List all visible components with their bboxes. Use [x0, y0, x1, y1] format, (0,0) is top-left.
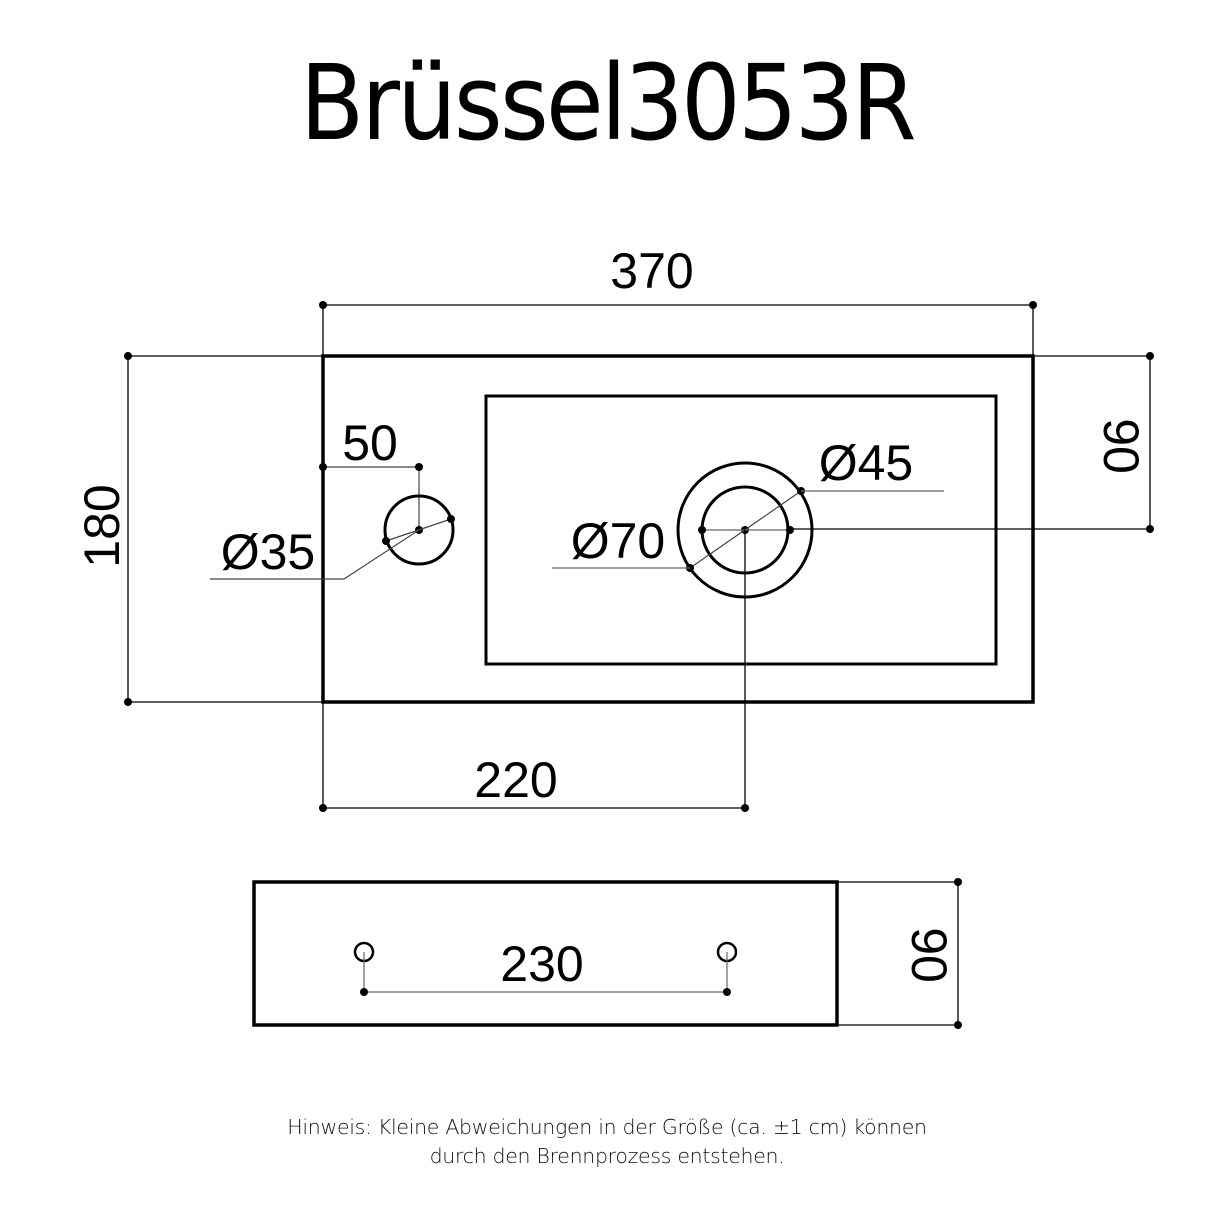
dimension-drain-offset: 220: [319, 530, 749, 812]
dimension-depth: 180: [74, 352, 323, 706]
dimension-side-height: 90: [837, 878, 962, 1029]
faucet-hole-diameter-label: Ø35: [221, 524, 316, 580]
dimension-faucet-offset-label: 50: [342, 415, 398, 471]
drain-outer-diameter-label: Ø70: [571, 513, 666, 569]
dimension-width-label: 370: [610, 243, 693, 299]
faucet-hole: Ø35: [210, 494, 455, 580]
tolerance-note-line1: Hinweis: Kleine Abweichungen in der Größ…: [287, 1115, 927, 1139]
dimension-drain-offset-label: 220: [474, 752, 557, 808]
tolerance-note: Hinweis: Kleine Abweichungen in der Größ…: [0, 1113, 1214, 1171]
side-outline: [252, 880, 839, 1027]
bowl-outline: [484, 394, 998, 666]
dimension-hole-spacing-label: 230: [500, 936, 583, 992]
dimension-hole-spacing: 230: [360, 936, 731, 996]
dimension-width: 370: [319, 243, 1037, 356]
drain-hole: Ø70 Ø45: [552, 435, 944, 599]
dimension-side-height-label: 90: [901, 927, 957, 983]
product-title: Brüssel3053R: [300, 42, 917, 164]
dimension-basin-offset: 90: [790, 352, 1154, 533]
tolerance-note-line2: durch den Brennprozess entstehen.: [429, 1144, 785, 1168]
drain-inner-diameter-label: Ø45: [819, 435, 914, 491]
top-view: 370 180 90 50: [74, 243, 1154, 812]
dimension-faucet-offset: 50: [319, 415, 423, 530]
side-view: 230 90: [252, 878, 962, 1029]
dimension-depth-label: 180: [74, 484, 130, 567]
dimension-basin-offset-label: 90: [1093, 418, 1149, 474]
